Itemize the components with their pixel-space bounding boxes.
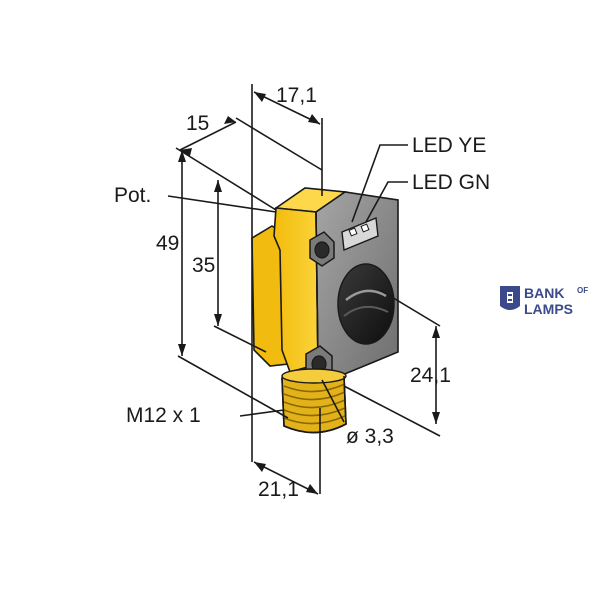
logo-word-of: OF <box>577 286 588 295</box>
led-window <box>341 216 379 252</box>
lighthouse-icon <box>500 286 520 310</box>
label-pot: Pot. <box>114 184 151 207</box>
label-led-ye: LED YE <box>412 134 486 157</box>
upper-mounting-hole <box>309 231 335 267</box>
dimension-arrowheads <box>178 92 440 494</box>
dim-width-bottom: 21,1 <box>258 478 299 501</box>
logo-word-lamps: LAMPS <box>524 301 573 317</box>
callouts: 17,1 15 Pot. 49 35 LED YE LED GN 24,1 M1… <box>114 84 490 501</box>
dimension-lines <box>167 84 441 495</box>
dim-height-body: 35 <box>192 254 215 277</box>
label-led-gn: LED GN <box>412 171 490 194</box>
m12-connector <box>281 368 347 434</box>
dim-height-total: 49 <box>156 232 179 255</box>
label-thread: M12 x 1 <box>126 404 201 427</box>
dim-lens-height: 24,1 <box>410 364 451 387</box>
logo-word-bank: BANK <box>524 285 564 301</box>
sensor-body <box>251 187 399 434</box>
dim-depth: 15 <box>186 112 209 135</box>
dim-hole-diameter: ø 3,3 <box>346 425 394 448</box>
dim-width-top: 17,1 <box>276 84 317 107</box>
lens <box>337 263 395 345</box>
bank-of-lamps-logo: BANK OF LAMPS <box>500 285 588 317</box>
